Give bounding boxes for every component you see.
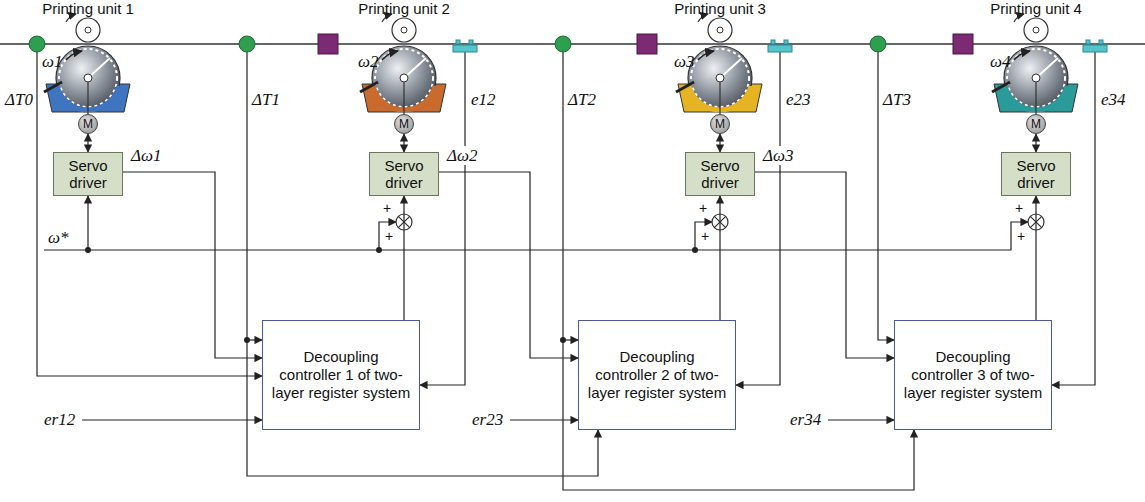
signal-connector xyxy=(1035,196,1036,320)
unit-title: Printing unit 3 xyxy=(674,0,766,17)
signal-connector xyxy=(123,172,262,358)
sum-sign: + xyxy=(1015,200,1023,216)
decoupling-controller-box: Decoupling controller 1 of two-layer reg… xyxy=(262,320,420,430)
servo-driver-box: Servo driver xyxy=(369,152,439,196)
signal-connector xyxy=(719,134,720,152)
register-sensor xyxy=(453,40,1107,52)
signal-connector xyxy=(87,134,88,152)
signal-connector xyxy=(719,196,720,320)
sum-sign: + xyxy=(383,200,391,216)
node-text: Servo driver xyxy=(56,157,120,191)
node-text: Decoupling controller 1 of two-layer reg… xyxy=(271,348,411,402)
idler-roller xyxy=(318,34,973,54)
motor-symbol: M xyxy=(710,114,730,134)
angular-speed-label: ω2 xyxy=(358,52,379,71)
sum-sign: + xyxy=(701,228,709,244)
node-text: Decoupling controller 3 of two-layer reg… xyxy=(903,348,1043,402)
register-error-label: e12 xyxy=(471,90,496,109)
signal-connector xyxy=(1035,134,1036,152)
sum-sign: + xyxy=(699,200,707,216)
unit-title: Printing unit 2 xyxy=(358,0,450,17)
register-error-label: e23 xyxy=(786,90,811,109)
servo-driver-box: Servo driver xyxy=(685,152,755,196)
decoupling-controller-box: Decoupling controller 3 of two-layer reg… xyxy=(894,320,1052,430)
node-text: M xyxy=(715,118,725,130)
tension-signal-label: ΔT2 xyxy=(568,90,596,109)
register-reference-label: er12 xyxy=(44,410,75,429)
register-reference-label: er23 xyxy=(472,410,503,429)
node-text: Servo driver xyxy=(1004,157,1068,191)
sum-sign: + xyxy=(385,228,393,244)
speed-correction-label: Δω1 xyxy=(129,146,163,165)
motor-symbol: M xyxy=(1026,114,1046,134)
tension-signal-label: ΔT3 xyxy=(883,90,911,109)
sum-sign: + xyxy=(1017,228,1025,244)
signal-connector xyxy=(403,196,404,320)
node-text: Decoupling controller 2 of two-layer reg… xyxy=(587,348,727,402)
reference-speed-label: ω* xyxy=(48,228,69,247)
unit-title: Printing unit 4 xyxy=(990,0,1082,17)
signal-wire xyxy=(37,52,1095,490)
signal-connector xyxy=(439,172,578,358)
angular-speed-label: ω1 xyxy=(42,52,63,71)
speed-correction-label: Δω2 xyxy=(445,146,479,165)
signal-connector xyxy=(755,172,894,358)
node-text: M xyxy=(83,118,93,130)
motor-symbol: M xyxy=(78,114,98,134)
decoupling-controller-box: Decoupling controller 2 of two-layer reg… xyxy=(578,320,736,430)
tension-sensor xyxy=(29,36,886,52)
register-error-label: e34 xyxy=(1101,90,1126,109)
servo-driver-box: Servo driver xyxy=(53,152,123,196)
tension-signal-label: ΔT1 xyxy=(252,90,280,109)
node-text: Servo driver xyxy=(688,157,752,191)
node-text: M xyxy=(1031,118,1041,130)
speed-correction-label: Δω3 xyxy=(761,146,795,165)
register-reference-label: er34 xyxy=(790,410,821,429)
servo-driver-box: Servo driver xyxy=(1001,152,1071,196)
unit-title: Printing unit 1 xyxy=(42,0,134,17)
angular-speed-label: ω4 xyxy=(990,52,1011,71)
node-text: Servo driver xyxy=(372,157,436,191)
angular-speed-label: ω3 xyxy=(674,52,695,71)
signal-connector xyxy=(403,134,404,152)
node-text: M xyxy=(399,118,409,130)
tension-signal-label: ΔT0 xyxy=(5,90,33,109)
motor-symbol: M xyxy=(394,114,414,134)
